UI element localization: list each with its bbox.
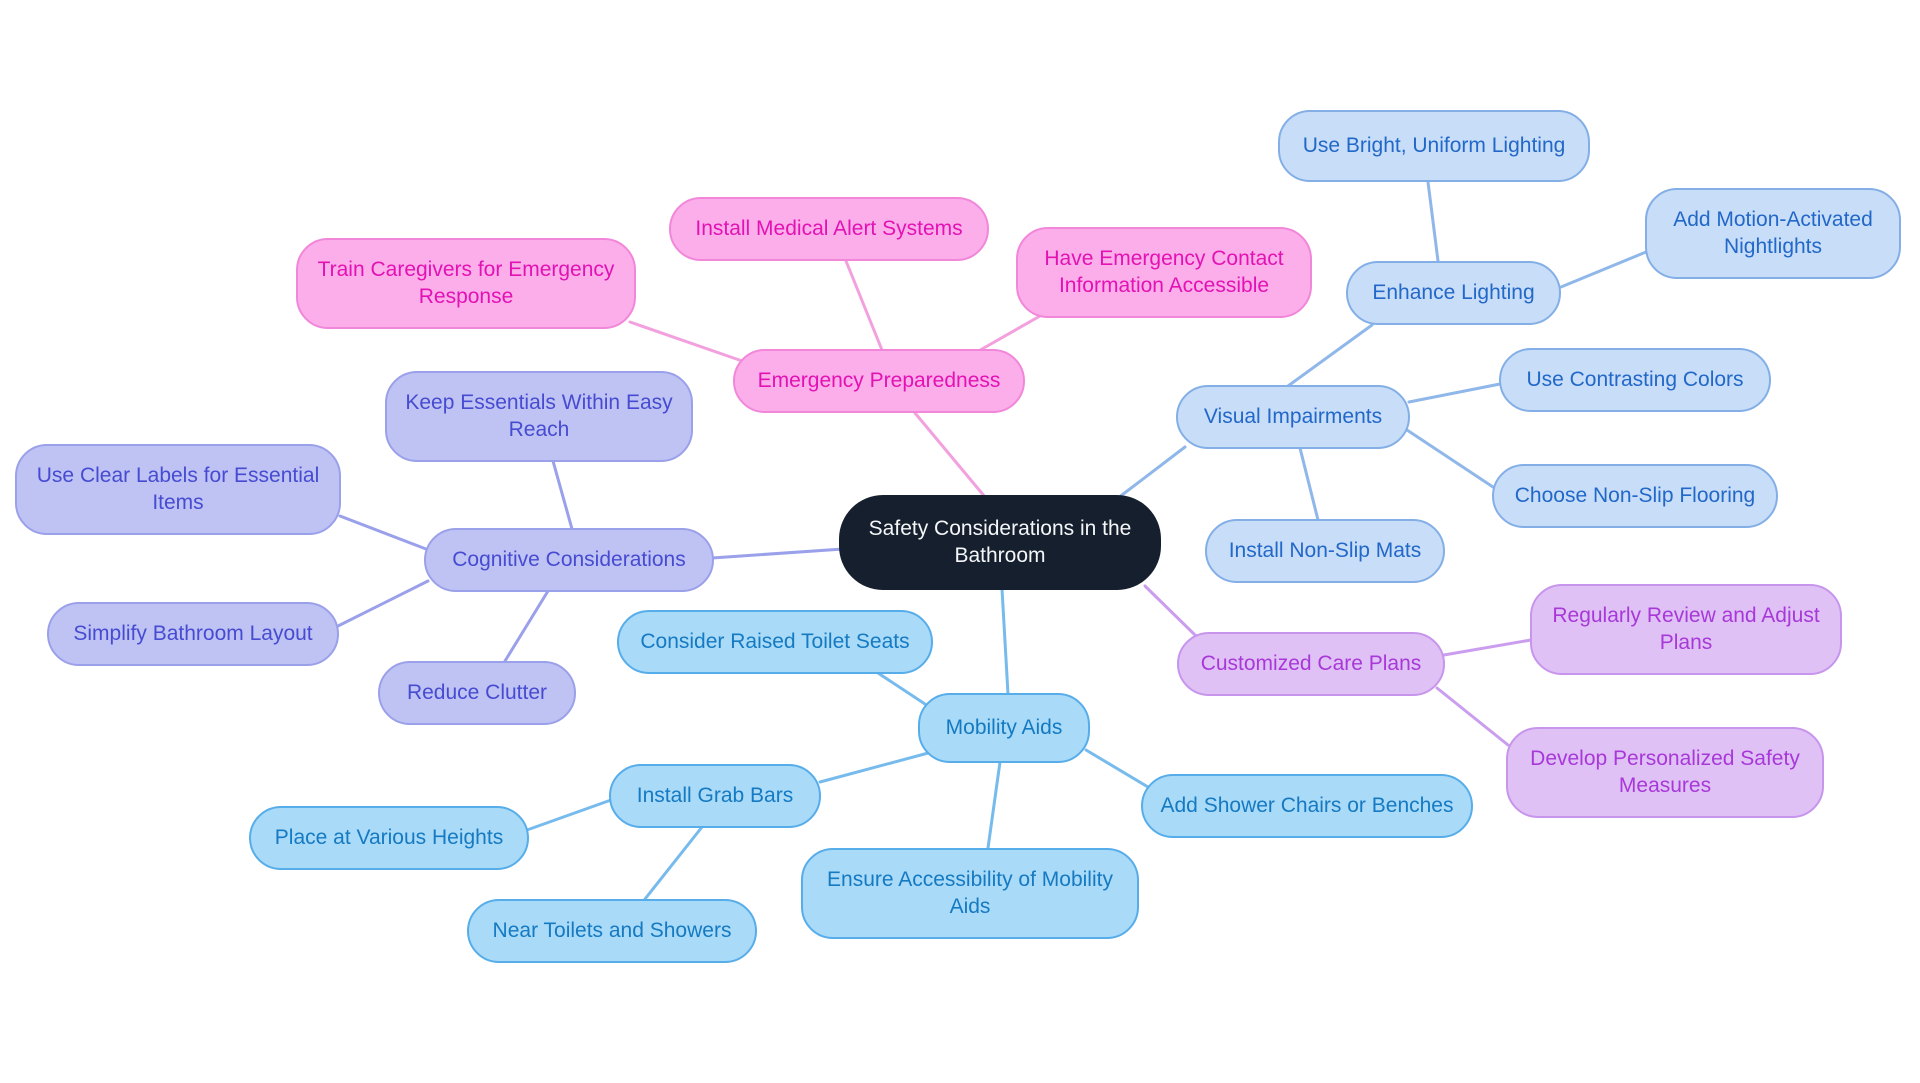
node-label: Customized Care Plans bbox=[1200, 651, 1422, 675]
edge-clutter-cognitive bbox=[503, 589, 550, 663]
edge-develop-careplans bbox=[1435, 686, 1510, 747]
node-label: Ensure Accessibility of Mobility Aids bbox=[827, 868, 1113, 918]
node-label: Have Emergency Contact Information Acces… bbox=[1044, 247, 1284, 297]
node-emergency-preparedness[interactable]: Emergency Preparedness bbox=[733, 349, 1025, 413]
node-train-caregivers[interactable]: Train Caregivers for Emergency Response bbox=[296, 238, 636, 329]
node-label: Regularly Review and Adjust Plans bbox=[1552, 604, 1820, 654]
edge-careplans-root bbox=[1143, 584, 1197, 637]
node-label: Use Contrasting Colors bbox=[1526, 367, 1744, 391]
edge-contrast-visual bbox=[1407, 382, 1502, 404]
edge-nightlights-enhance bbox=[1559, 250, 1648, 289]
node-label: Emergency Preparedness bbox=[757, 368, 1001, 392]
edge-medical-emergency bbox=[844, 259, 884, 352]
node-label: Mobility Aids bbox=[945, 715, 1063, 739]
node-simplify-layout[interactable]: Simplify Bathroom Layout bbox=[47, 602, 339, 666]
edge-grabbars-mobility bbox=[818, 750, 934, 784]
node-label: Cognitive Considerations bbox=[452, 547, 686, 571]
node-label: Add Shower Chairs or Benches bbox=[1160, 793, 1454, 817]
node-label: Place at Various Heights bbox=[274, 825, 504, 849]
node-near-toilets-showers[interactable]: Near Toilets and Showers bbox=[467, 899, 757, 963]
node-enhance-lighting[interactable]: Enhance Lighting bbox=[1346, 261, 1561, 325]
node-label: Consider Raised Toilet Seats bbox=[640, 629, 910, 653]
node-root[interactable]: Safety Considerations in the Bathroom bbox=[839, 495, 1161, 590]
node-label: Install Non-Slip Mats bbox=[1228, 538, 1422, 562]
node-cognitive-considerations[interactable]: Cognitive Considerations bbox=[424, 528, 714, 592]
edge-cognitive-root bbox=[710, 547, 845, 560]
node-non-slip-mats[interactable]: Install Non-Slip Mats bbox=[1205, 519, 1445, 583]
node-accessibility-mobility-aids[interactable]: Ensure Accessibility of Mobility Aids bbox=[801, 848, 1139, 939]
node-various-heights[interactable]: Place at Various Heights bbox=[249, 806, 529, 870]
edge-visual-root bbox=[1116, 445, 1187, 500]
node-label: Add Motion-Activated Nightlights bbox=[1673, 208, 1873, 258]
node-clear-labels[interactable]: Use Clear Labels for Essential Items bbox=[15, 444, 341, 535]
node-label: Install Medical Alert Systems bbox=[695, 216, 963, 240]
node-motion-activated-nightlights[interactable]: Add Motion-Activated Nightlights bbox=[1645, 188, 1901, 279]
node-contrasting-colors[interactable]: Use Contrasting Colors bbox=[1499, 348, 1771, 412]
node-label: Install Grab Bars bbox=[636, 783, 794, 807]
node-label: Train Caregivers for Emergency Response bbox=[317, 258, 615, 308]
edge-enhance-visual bbox=[1286, 323, 1374, 388]
edge-emergency-root bbox=[913, 411, 987, 499]
node-label: Visual Impairments bbox=[1203, 404, 1383, 428]
node-raised-toilet-seats[interactable]: Consider Raised Toilet Seats bbox=[617, 610, 933, 674]
node-customized-care-plans[interactable]: Customized Care Plans bbox=[1177, 632, 1445, 696]
node-label: Reduce Clutter bbox=[406, 680, 548, 704]
node-medical-alert-systems[interactable]: Install Medical Alert Systems bbox=[669, 197, 989, 261]
node-bright-uniform-lighting[interactable]: Use Bright, Uniform Lighting bbox=[1278, 110, 1590, 182]
edge-mobility-root bbox=[1000, 587, 1010, 696]
edge-mats-visual bbox=[1298, 446, 1320, 522]
node-label: Develop Personalized Safety Measures bbox=[1530, 747, 1800, 797]
edge-shower-mobility bbox=[1084, 748, 1150, 789]
node-label: Safety Considerations in the Bathroom bbox=[868, 517, 1132, 567]
node-essentials-easy-reach[interactable]: Keep Essentials Within Easy Reach bbox=[385, 371, 693, 462]
node-label: Near Toilets and Showers bbox=[492, 918, 732, 942]
node-personalized-safety-measures[interactable]: Develop Personalized Safety Measures bbox=[1506, 727, 1824, 818]
node-label: Enhance Lighting bbox=[1372, 280, 1535, 304]
edge-bright-enhance bbox=[1426, 180, 1440, 263]
edge-train-emergency bbox=[628, 320, 747, 364]
edge-flooring-visual bbox=[1405, 428, 1495, 489]
edge-review-careplans bbox=[1442, 638, 1533, 657]
edge-near-grabbars bbox=[643, 825, 704, 901]
node-review-adjust-plans[interactable]: Regularly Review and Adjust Plans bbox=[1530, 584, 1842, 675]
node-label: Choose Non-Slip Flooring bbox=[1514, 483, 1756, 507]
edge-ensure-mobility bbox=[986, 760, 1002, 850]
edge-labels-cognitive bbox=[338, 514, 428, 551]
edge-contact-emergency bbox=[973, 314, 1042, 355]
edge-keep-cognitive bbox=[551, 459, 574, 531]
node-label: Use Bright, Uniform Lighting bbox=[1302, 133, 1566, 157]
node-reduce-clutter[interactable]: Reduce Clutter bbox=[378, 661, 576, 725]
node-label: Simplify Bathroom Layout bbox=[73, 621, 313, 645]
node-shower-chairs-benches[interactable]: Add Shower Chairs or Benches bbox=[1141, 774, 1473, 838]
edge-simplify-cognitive bbox=[336, 579, 430, 628]
node-mobility-aids[interactable]: Mobility Aids bbox=[918, 693, 1090, 763]
node-non-slip-flooring[interactable]: Choose Non-Slip Flooring bbox=[1492, 464, 1778, 528]
edge-heights-grabbars bbox=[525, 798, 613, 832]
node-label: Keep Essentials Within Easy Reach bbox=[405, 391, 673, 441]
node-emergency-contact-info[interactable]: Have Emergency Contact Information Acces… bbox=[1016, 227, 1312, 318]
node-label: Use Clear Labels for Essential Items bbox=[36, 464, 320, 514]
node-install-grab-bars[interactable]: Install Grab Bars bbox=[609, 764, 821, 828]
edge-toiletseats-mobility bbox=[876, 671, 930, 708]
node-visual-impairments[interactable]: Visual Impairments bbox=[1176, 385, 1410, 449]
